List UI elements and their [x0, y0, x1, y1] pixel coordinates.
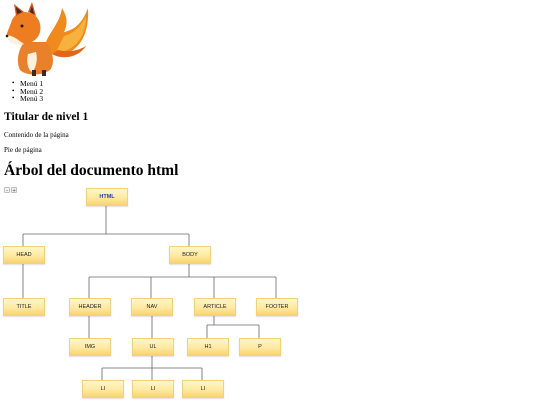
menu-item-2[interactable]: Menú 2: [12, 87, 43, 96]
tree-node-head[interactable]: HEAD: [3, 246, 45, 264]
tree-node-footer[interactable]: FOOTER: [256, 298, 298, 316]
page-footer: Pie de página: [4, 146, 42, 154]
tree-node-li[interactable]: LI: [132, 380, 174, 398]
tree-node-h1[interactable]: H1: [187, 338, 229, 356]
tree-node-nav[interactable]: NAV: [131, 298, 173, 316]
menu-item-1[interactable]: Menú 1: [12, 80, 43, 88]
tree-node-li[interactable]: LI: [182, 380, 224, 398]
tree-node-p[interactable]: P: [239, 338, 281, 356]
fox-logo: [5, 2, 89, 76]
tree-node-html[interactable]: HTML: [86, 188, 128, 206]
zoom-out-button[interactable]: –: [4, 187, 10, 194]
tree-title: Árbol del documento html: [4, 162, 179, 179]
tree-node-body[interactable]: BODY: [169, 246, 211, 264]
tree-node-title[interactable]: TITLE: [3, 298, 45, 316]
nav-menu: Menú 1 Menú 2 Menú 3: [12, 80, 43, 103]
tree-node-article[interactable]: ARTICLE: [194, 298, 236, 316]
page-content: Contenido de la página: [4, 131, 69, 139]
tree-node-img[interactable]: IMG: [69, 338, 111, 356]
menu-item-3[interactable]: Menú 3: [12, 95, 43, 103]
tree-node-ul[interactable]: UL: [132, 338, 174, 356]
tree-node-header[interactable]: HEADER: [69, 298, 111, 316]
zoom-in-button[interactable]: +: [11, 187, 17, 194]
page-heading: Titular de nivel 1: [4, 111, 89, 123]
tree-node-li[interactable]: LI: [82, 380, 124, 398]
